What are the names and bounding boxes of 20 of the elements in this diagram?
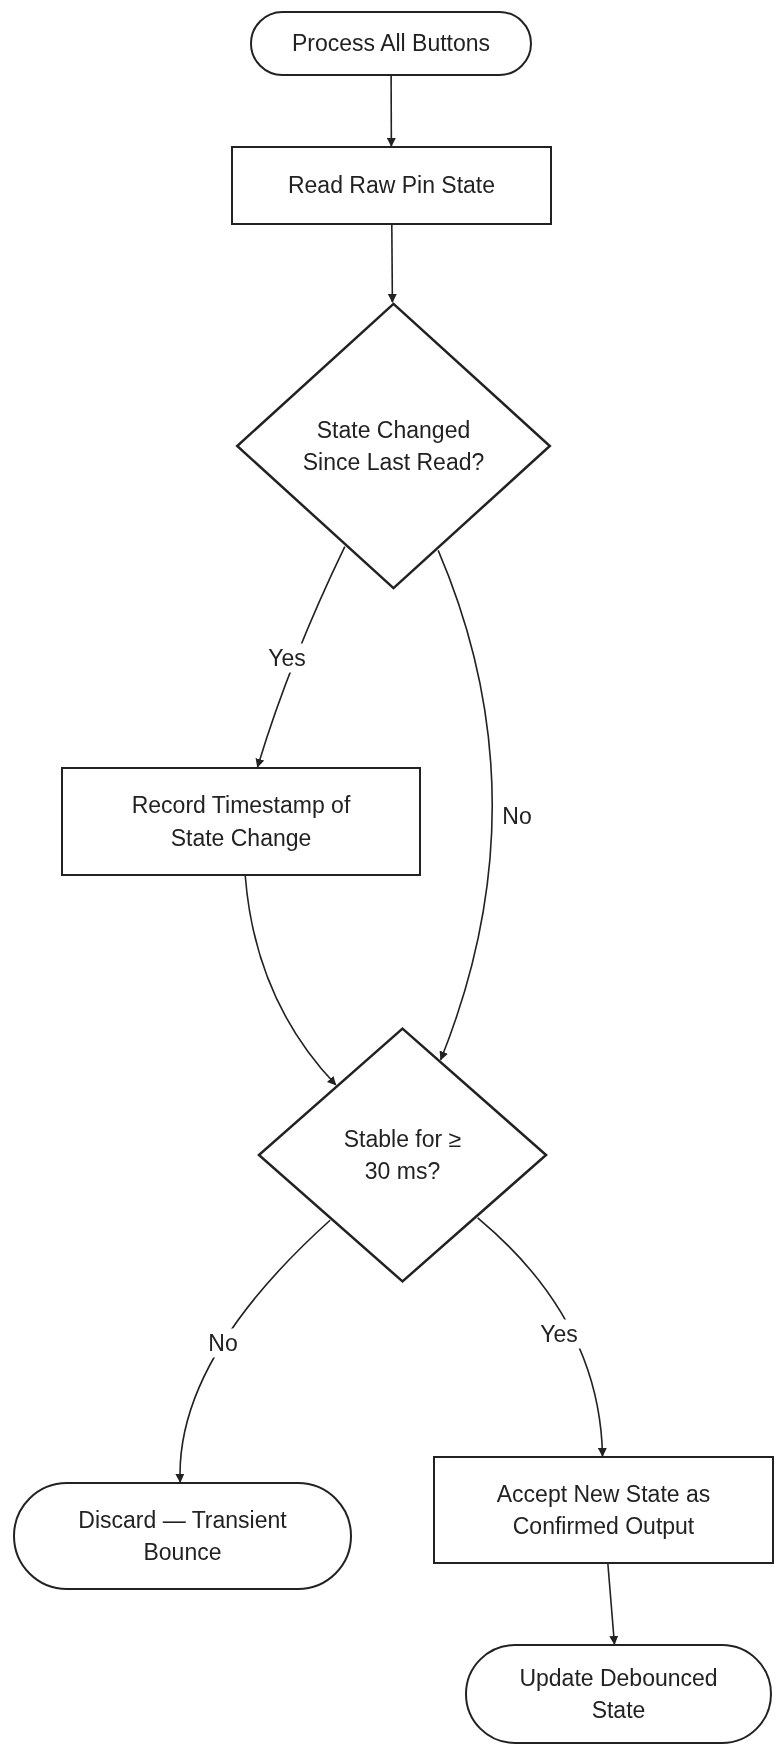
arrow [607, 1563, 619, 1645]
node-text: Update Debounced State [518, 1663, 719, 1725]
process-box [231, 146, 552, 225]
node-text: State Changed Since Last Read? [301, 415, 486, 477]
arrow [386, 75, 396, 147]
arrow [387, 224, 397, 303]
node-text: Record Timestamp of State Change [130, 791, 352, 853]
process-box [61, 767, 421, 876]
arrow [437, 549, 494, 1061]
node-text: Discard — Transient Bounce [77, 1505, 288, 1567]
arrow [244, 875, 337, 1086]
arrow [175, 1219, 331, 1483]
node-text: Process All Buttons [291, 29, 491, 59]
node-text: Stable for ≥ 30 ms? [342, 1124, 463, 1186]
decision-diamond [234, 301, 553, 591]
node-text: Read Raw Pin State [287, 171, 496, 201]
decision-diamond [256, 1026, 549, 1284]
process-box [433, 1456, 774, 1564]
edge-label: Yes [537, 1319, 581, 1349]
node-text: Accept New State as Confirmed Output [495, 1479, 712, 1541]
